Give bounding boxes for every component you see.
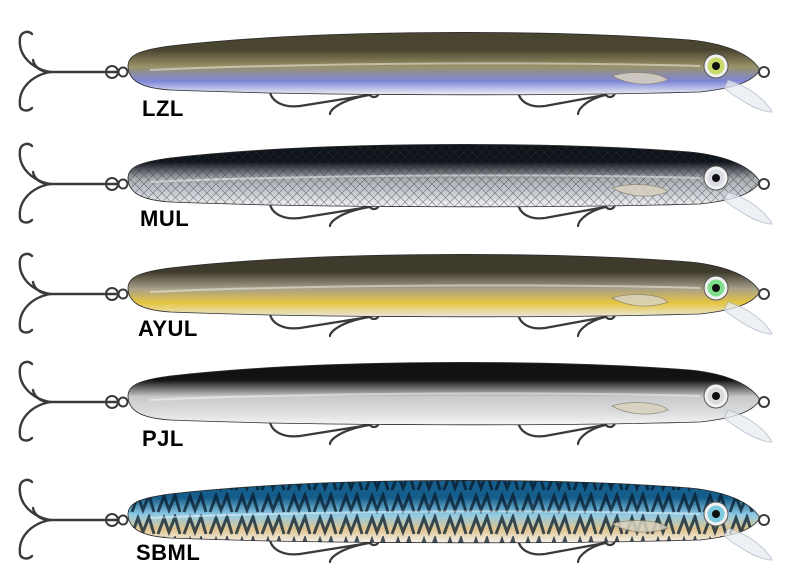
pectoral-fin (611, 520, 669, 533)
lateral-line (149, 174, 701, 183)
tail-hook (18, 360, 129, 442)
lure-model-label: LZL (142, 96, 184, 121)
lure-item-mul: MUL (0, 112, 800, 231)
nose-ring (758, 66, 770, 78)
lateral-line (149, 510, 701, 519)
lure-item-ayul: AYUL (0, 222, 800, 341)
tail-hook (18, 478, 129, 560)
eye (703, 383, 729, 409)
eye (703, 275, 729, 301)
pectoral-fin (611, 72, 669, 85)
nose-ring (758, 178, 770, 190)
nose-ring (758, 396, 770, 408)
diving-lip (723, 301, 773, 335)
lure-illustration (18, 30, 773, 116)
pectoral-fin (611, 402, 669, 415)
eye (703, 165, 729, 191)
lure-illustration (18, 142, 773, 228)
lure-pattern (128, 144, 760, 207)
eye (703, 53, 729, 79)
lateral-line (149, 62, 701, 71)
eye (703, 501, 729, 527)
lure-item-pjl: PJL (0, 330, 800, 451)
lure-model-label: MUL (140, 206, 190, 231)
tail-hook (18, 30, 129, 112)
lure-model-label: PJL (142, 426, 184, 451)
tail-hook (18, 142, 129, 224)
diving-lip (723, 409, 773, 443)
tail-hook (18, 252, 129, 334)
diving-lip (723, 527, 773, 561)
lure-model-label: AYUL (138, 316, 198, 341)
diving-lip (723, 191, 773, 225)
lure-illustration (18, 360, 773, 446)
lure-illustration (18, 252, 773, 338)
lure-pattern (128, 480, 760, 543)
pectoral-fin (611, 294, 669, 307)
diving-lip (723, 79, 773, 113)
lure-illustration (18, 478, 773, 564)
lure-model-label: SBML (136, 540, 201, 565)
pectoral-fin (611, 184, 669, 197)
nose-ring (758, 288, 770, 300)
nose-ring (758, 514, 770, 526)
lateral-line (149, 392, 701, 401)
lure-item-sbml: SBML (0, 448, 800, 565)
lateral-line (149, 284, 701, 293)
lure-item-lzl: LZL (0, 0, 800, 121)
